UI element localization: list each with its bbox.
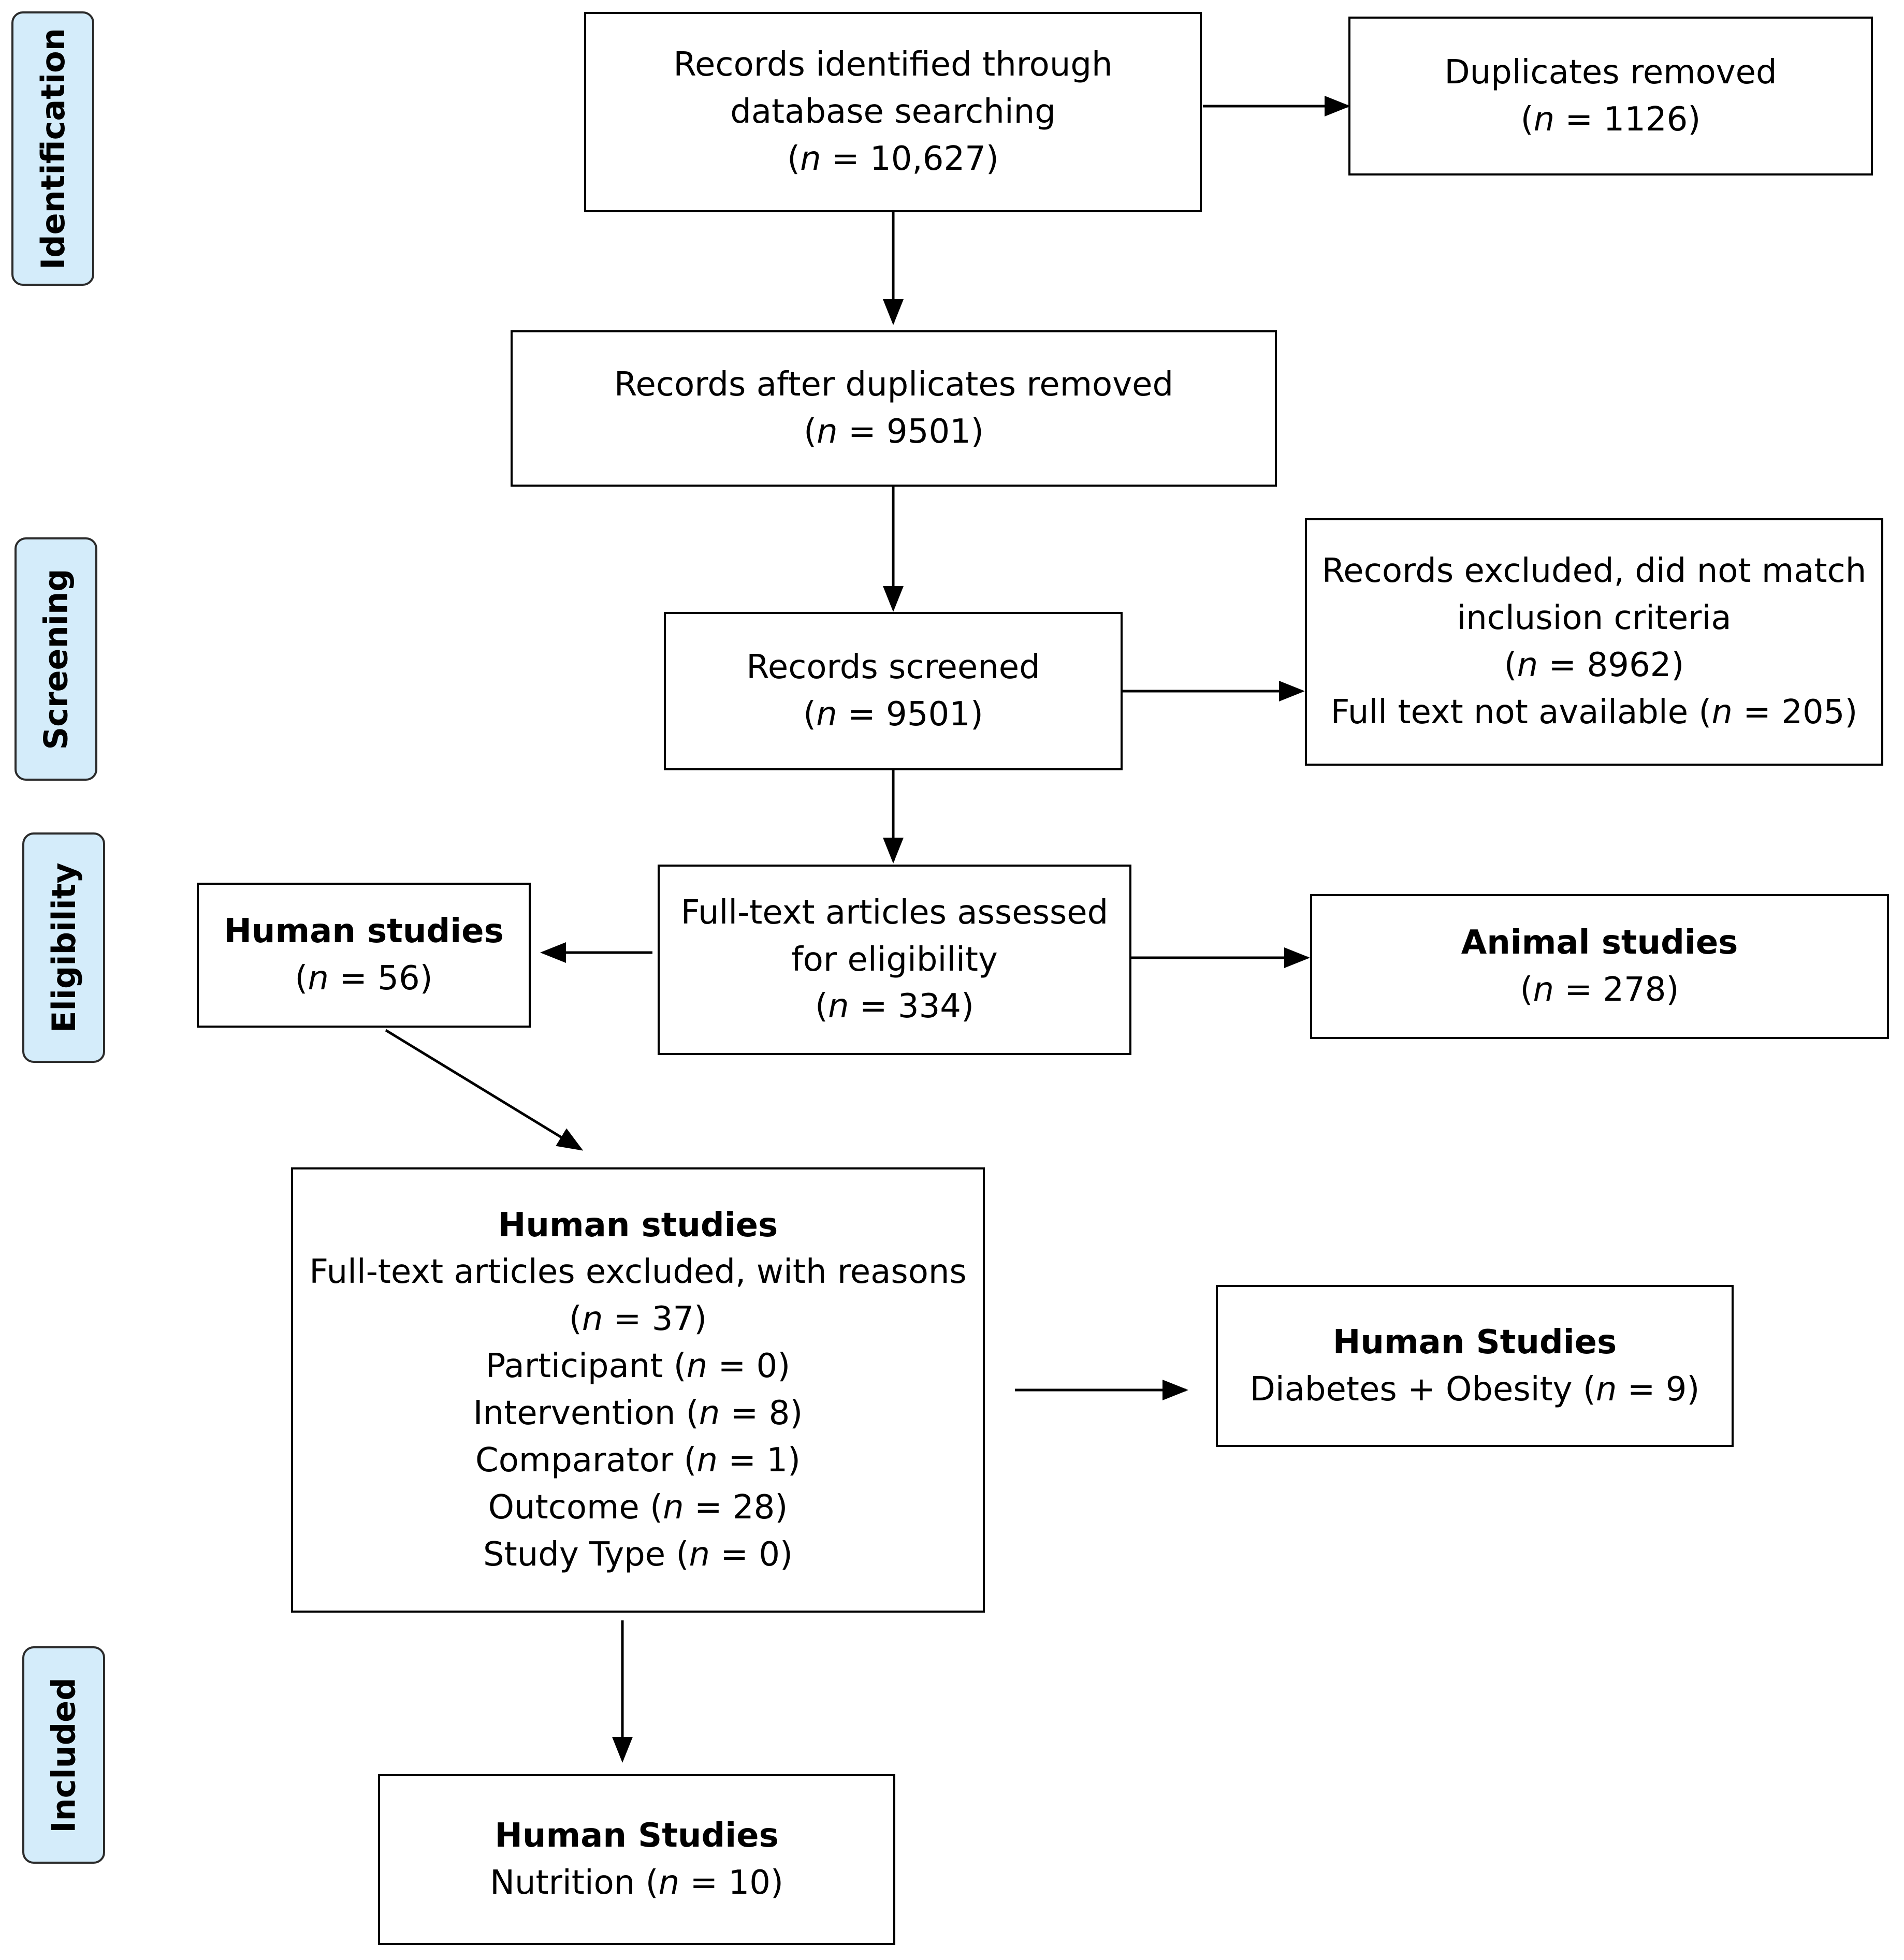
nutrition-count: Nutrition (n = 10) — [490, 1864, 783, 1902]
diabetes-obesity-title: Human Studies — [1332, 1323, 1617, 1362]
reason-participant: Participant (n = 0) — [485, 1347, 791, 1386]
box-records-excluded: Records excluded, did not match inclusio… — [1305, 518, 1883, 766]
full-text-assessed-line2: for eligibility — [791, 940, 998, 979]
box-human-studies: Human studies (n = 56) — [197, 883, 531, 1028]
records-screened-line1: Records screened — [746, 648, 1040, 687]
animal-studies-title: Animal studies — [1461, 924, 1738, 962]
box-after-duplicates: Records after duplicates removed (n = 95… — [511, 330, 1277, 487]
records-excluded-line1: Records excluded, did not match — [1321, 552, 1867, 591]
stage-included: Included — [22, 1646, 105, 1864]
reason-comparator: Comparator (n = 1) — [475, 1441, 801, 1480]
reason-outcome: Outcome (n = 28) — [488, 1488, 788, 1527]
reason-study-type: Study Type (n = 0) — [483, 1535, 793, 1574]
full-text-assessed-count: (n = 334) — [815, 987, 974, 1026]
duplicates-removed-line1: Duplicates removed — [1444, 53, 1777, 92]
records-identified-count: (n = 10,627) — [787, 139, 999, 178]
records-screened-count: (n = 9501) — [803, 695, 983, 734]
box-full-text-assessed: Full-text articles assessed for eligibil… — [658, 865, 1131, 1055]
after-duplicates-line1: Records after duplicates removed — [614, 365, 1174, 404]
human-studies-count: (n = 56) — [295, 959, 433, 998]
animal-studies-count: (n = 278) — [1520, 971, 1679, 1009]
stage-eligibility: Eligibility — [22, 832, 105, 1063]
full-text-assessed-line1: Full-text articles assessed — [680, 893, 1109, 932]
human-excluded-line1: Full-text articles excluded, with reason… — [309, 1253, 967, 1292]
box-diabetes-obesity: Human Studies Diabetes + Obesity (n = 9) — [1216, 1285, 1734, 1447]
reason-intervention: Intervention (n = 8) — [473, 1394, 803, 1432]
human-excluded-title: Human studies — [498, 1206, 778, 1245]
box-nutrition: Human Studies Nutrition (n = 10) — [378, 1774, 895, 1945]
box-records-screened: Records screened (n = 9501) — [664, 612, 1123, 770]
box-records-identified: Records identified through database sear… — [584, 12, 1202, 212]
stage-identification: Identification — [11, 11, 94, 286]
box-duplicates-removed: Duplicates removed (n = 1126) — [1348, 17, 1873, 175]
human-excluded-count: (n = 37) — [569, 1300, 707, 1339]
arrow-human-to-human-excluded — [385, 1029, 584, 1151]
box-animal-studies: Animal studies (n = 278) — [1310, 894, 1889, 1039]
records-excluded-count: (n = 8962) — [1504, 646, 1684, 684]
after-duplicates-count: (n = 9501) — [804, 413, 984, 451]
nutrition-title: Human Studies — [495, 1817, 779, 1855]
box-human-excluded: Human studies Full-text articles exclude… — [291, 1167, 985, 1613]
duplicates-removed-count: (n = 1126) — [1520, 100, 1701, 139]
human-studies-title: Human studies — [224, 912, 504, 951]
diabetes-obesity-count: Diabetes + Obesity (n = 9) — [1249, 1370, 1700, 1409]
records-identified-line1: Records identified through — [673, 46, 1113, 84]
stage-screening: Screening — [14, 537, 97, 781]
records-identified-line2: database searching — [730, 93, 1056, 131]
records-excluded-line2: inclusion criteria — [1457, 599, 1732, 638]
full-text-not-available: Full text not available (n = 205) — [1330, 693, 1858, 732]
